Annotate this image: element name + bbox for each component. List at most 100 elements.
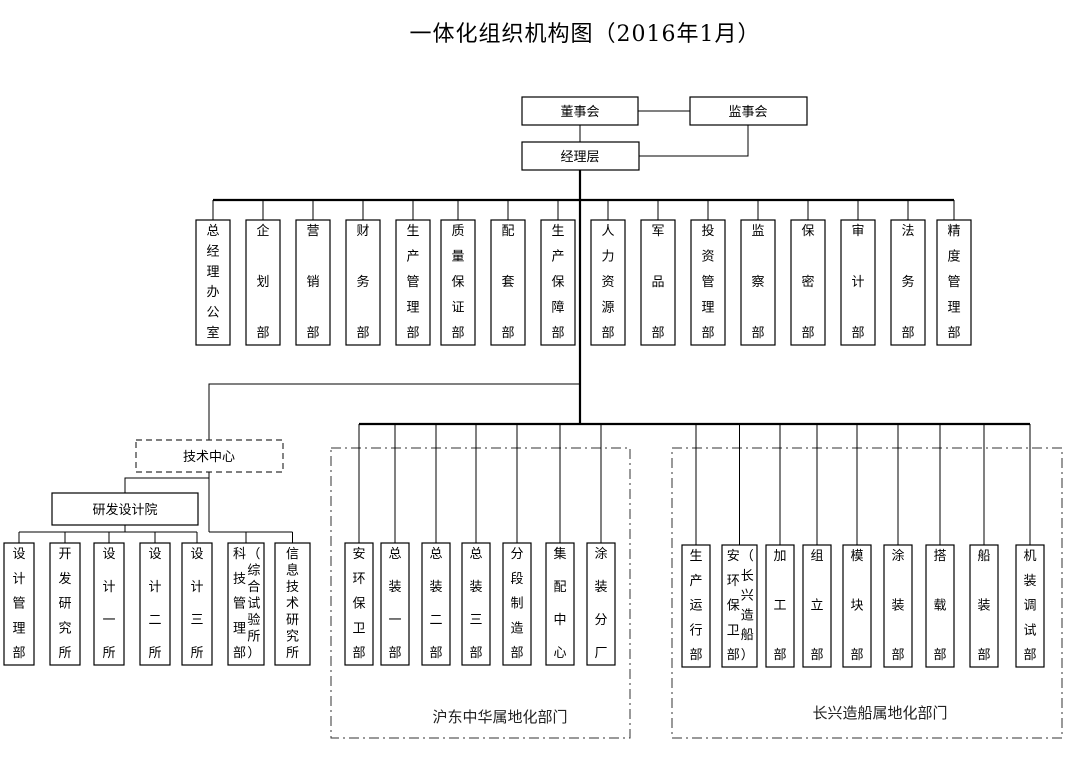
hudong-unit-box: 安环保卫部 bbox=[344, 542, 374, 666]
changxing-unit-box: 加工部 bbox=[765, 544, 795, 668]
hudong-unit-box-label: 涂装分厂 bbox=[594, 546, 607, 661]
supervisory-node: 监事会 bbox=[689, 96, 808, 126]
department-box-label: 人力资源部 bbox=[601, 224, 614, 341]
tech-direct-unit-box-note: （综合试验所） bbox=[247, 547, 260, 661]
department-box: 投资管理部 bbox=[690, 219, 726, 346]
department-box-label: 生产管理部 bbox=[406, 224, 419, 341]
changxing-unit-box-note: （长兴造船） bbox=[741, 549, 754, 663]
changxing-region bbox=[671, 447, 1063, 739]
department-box: 军品部 bbox=[640, 219, 676, 346]
hudong-region-label: 沪东中华属地化部门 bbox=[432, 708, 567, 726]
institute-unit-box-label: 设计三所 bbox=[190, 547, 203, 661]
changxing-region-label: 长兴造船属地化部门 bbox=[812, 704, 947, 722]
institute-unit-box-label: 设计一所 bbox=[102, 547, 115, 661]
board-label: 董事会 bbox=[560, 105, 599, 120]
changxing-unit-box-label: 船装部 bbox=[977, 549, 990, 663]
department-box: 企划部 bbox=[245, 219, 281, 346]
department-box: 财务部 bbox=[345, 219, 381, 346]
department-box-label: 营销部 bbox=[306, 224, 319, 341]
chart-title: 一体化组织机构图（2016年1月） bbox=[409, 22, 761, 47]
department-box: 法务部 bbox=[890, 219, 926, 346]
tech-center-node: 技术中心 bbox=[135, 439, 284, 473]
department-box-label: 总经理办公室 bbox=[206, 224, 219, 341]
hudong-unit-box: 涂装分厂 bbox=[586, 542, 616, 666]
tech-direct-unit-box: 科技管理部（综合试验所） bbox=[227, 542, 265, 666]
management-node: 经理层 bbox=[521, 141, 640, 171]
institute-unit-box: 设计管理部 bbox=[3, 542, 35, 666]
institute-label: 研发设计院 bbox=[92, 502, 157, 518]
hudong-unit-box: 总装三部 bbox=[461, 542, 491, 666]
board-node: 董事会 bbox=[521, 96, 639, 126]
department-box: 总经理办公室 bbox=[195, 219, 231, 346]
department-box: 精度管理部 bbox=[936, 219, 972, 346]
department-box-label: 审计部 bbox=[851, 224, 864, 341]
hudong-unit-box: 集配中心 bbox=[545, 542, 575, 666]
site-units: 安环保卫部 总装一部 总装二部 总装三部 分段制造部 集配中心 涂装分厂 生产运行部 安环保卫部… bbox=[344, 422, 1045, 668]
hudong-unit-box-label: 总装二部 bbox=[429, 547, 442, 661]
department-box-label: 精度管理部 bbox=[947, 224, 960, 341]
changxing-unit-box: 生产运行部 bbox=[681, 544, 711, 668]
changxing-unit-box-label: 组立部 bbox=[810, 549, 823, 663]
department-box: 人力资源部 bbox=[590, 219, 626, 346]
institute-unit-box-label: 设计管理部 bbox=[12, 547, 25, 661]
tech-direct-unit-box-label: 信息技术研究所 bbox=[286, 547, 299, 661]
tech-direct-unit-box-label: 科技管理部 bbox=[233, 547, 246, 661]
department-box-label: 质量保证部 bbox=[451, 224, 464, 341]
department-box-label: 投资管理部 bbox=[701, 223, 714, 341]
tech-center-label: 技术中心 bbox=[183, 450, 235, 465]
tech-direct-unit-box: 信息技术研究所 bbox=[274, 542, 311, 666]
department-box: 监察部 bbox=[740, 219, 776, 346]
changxing-unit-box-label: 生产运行部 bbox=[689, 549, 702, 663]
changxing-unit-box-label: 安环保卫部 bbox=[727, 549, 740, 663]
connector-trunk-tech-center bbox=[208, 383, 580, 440]
hudong-unit-box: 总装一部 bbox=[380, 542, 410, 666]
connector-tech-institute bbox=[124, 472, 210, 493]
institute-unit-box-label: 开发研究所 bbox=[58, 547, 71, 661]
changxing-unit-box-label: 加工部 bbox=[773, 549, 786, 663]
hudong-unit-box: 总装二部 bbox=[421, 542, 451, 666]
department-box-label: 财务部 bbox=[356, 224, 369, 341]
hudong-unit-box-label: 总装一部 bbox=[388, 547, 401, 661]
institute-node: 研发设计院 bbox=[51, 492, 199, 526]
changxing-unit-box-label: 机装调试部 bbox=[1023, 549, 1036, 663]
department-box-label: 军品部 bbox=[651, 224, 664, 341]
changxing-unit-box: 船装部 bbox=[969, 544, 999, 668]
management-label: 经理层 bbox=[560, 150, 599, 165]
connector-supervisory-management bbox=[639, 125, 749, 157]
hudong-region bbox=[330, 447, 631, 739]
supervisory-label: 监事会 bbox=[728, 105, 767, 120]
department-box: 配套部 bbox=[490, 219, 526, 346]
changxing-unit-box: 安环保卫部（长兴造船） bbox=[721, 544, 758, 668]
hudong-unit-box-label: 分段制造部 bbox=[510, 547, 523, 661]
institute-unit-box: 设计二所 bbox=[139, 542, 171, 666]
department-box: 审计部 bbox=[840, 219, 876, 346]
functional-departments: 总经理办公室 企划部 营销部 财务部 生产管理部 质量保证部 配套部 生产保障部 人力资源部 军品… bbox=[195, 198, 972, 346]
hudong-unit-box-label: 安环保卫部 bbox=[352, 547, 365, 661]
changxing-unit-box: 组立部 bbox=[802, 544, 832, 668]
changxing-unit-box: 涂装部 bbox=[883, 544, 913, 668]
tech-units: 设计管理部 开发研究所 设计一所 设计二所 设计三所 科技管理部（综合试验所） 信息技术研究… bbox=[3, 525, 311, 666]
hudong-unit-box-label: 集配中心 bbox=[553, 546, 566, 661]
department-box: 营销部 bbox=[295, 219, 331, 346]
institute-unit-box: 开发研究所 bbox=[49, 542, 81, 666]
changxing-unit-box-label: 搭载部 bbox=[933, 548, 946, 663]
hudong-unit-box: 分段制造部 bbox=[502, 542, 532, 666]
institute-unit-box: 设计三所 bbox=[181, 542, 213, 666]
changxing-unit-box: 模块部 bbox=[842, 544, 872, 668]
department-box-label: 监察部 bbox=[751, 224, 764, 341]
changxing-unit-box-label: 模块部 bbox=[850, 549, 863, 663]
department-box: 生产管理部 bbox=[395, 219, 431, 346]
hudong-unit-box-label: 总装三部 bbox=[469, 547, 482, 661]
department-box: 生产保障部 bbox=[540, 219, 576, 346]
institute-unit-box-label: 设计二所 bbox=[148, 547, 161, 661]
changxing-unit-box-label: 涂装部 bbox=[891, 548, 904, 663]
department-box-label: 配套部 bbox=[501, 224, 514, 341]
department-box-label: 法务部 bbox=[901, 224, 914, 341]
department-box-label: 生产保障部 bbox=[551, 224, 564, 341]
institute-unit-box: 设计一所 bbox=[93, 542, 125, 666]
changxing-unit-box: 搭载部 bbox=[925, 544, 955, 668]
department-box-label: 企划部 bbox=[256, 223, 269, 341]
department-box: 质量保证部 bbox=[440, 219, 476, 346]
department-box: 保密部 bbox=[790, 219, 826, 346]
